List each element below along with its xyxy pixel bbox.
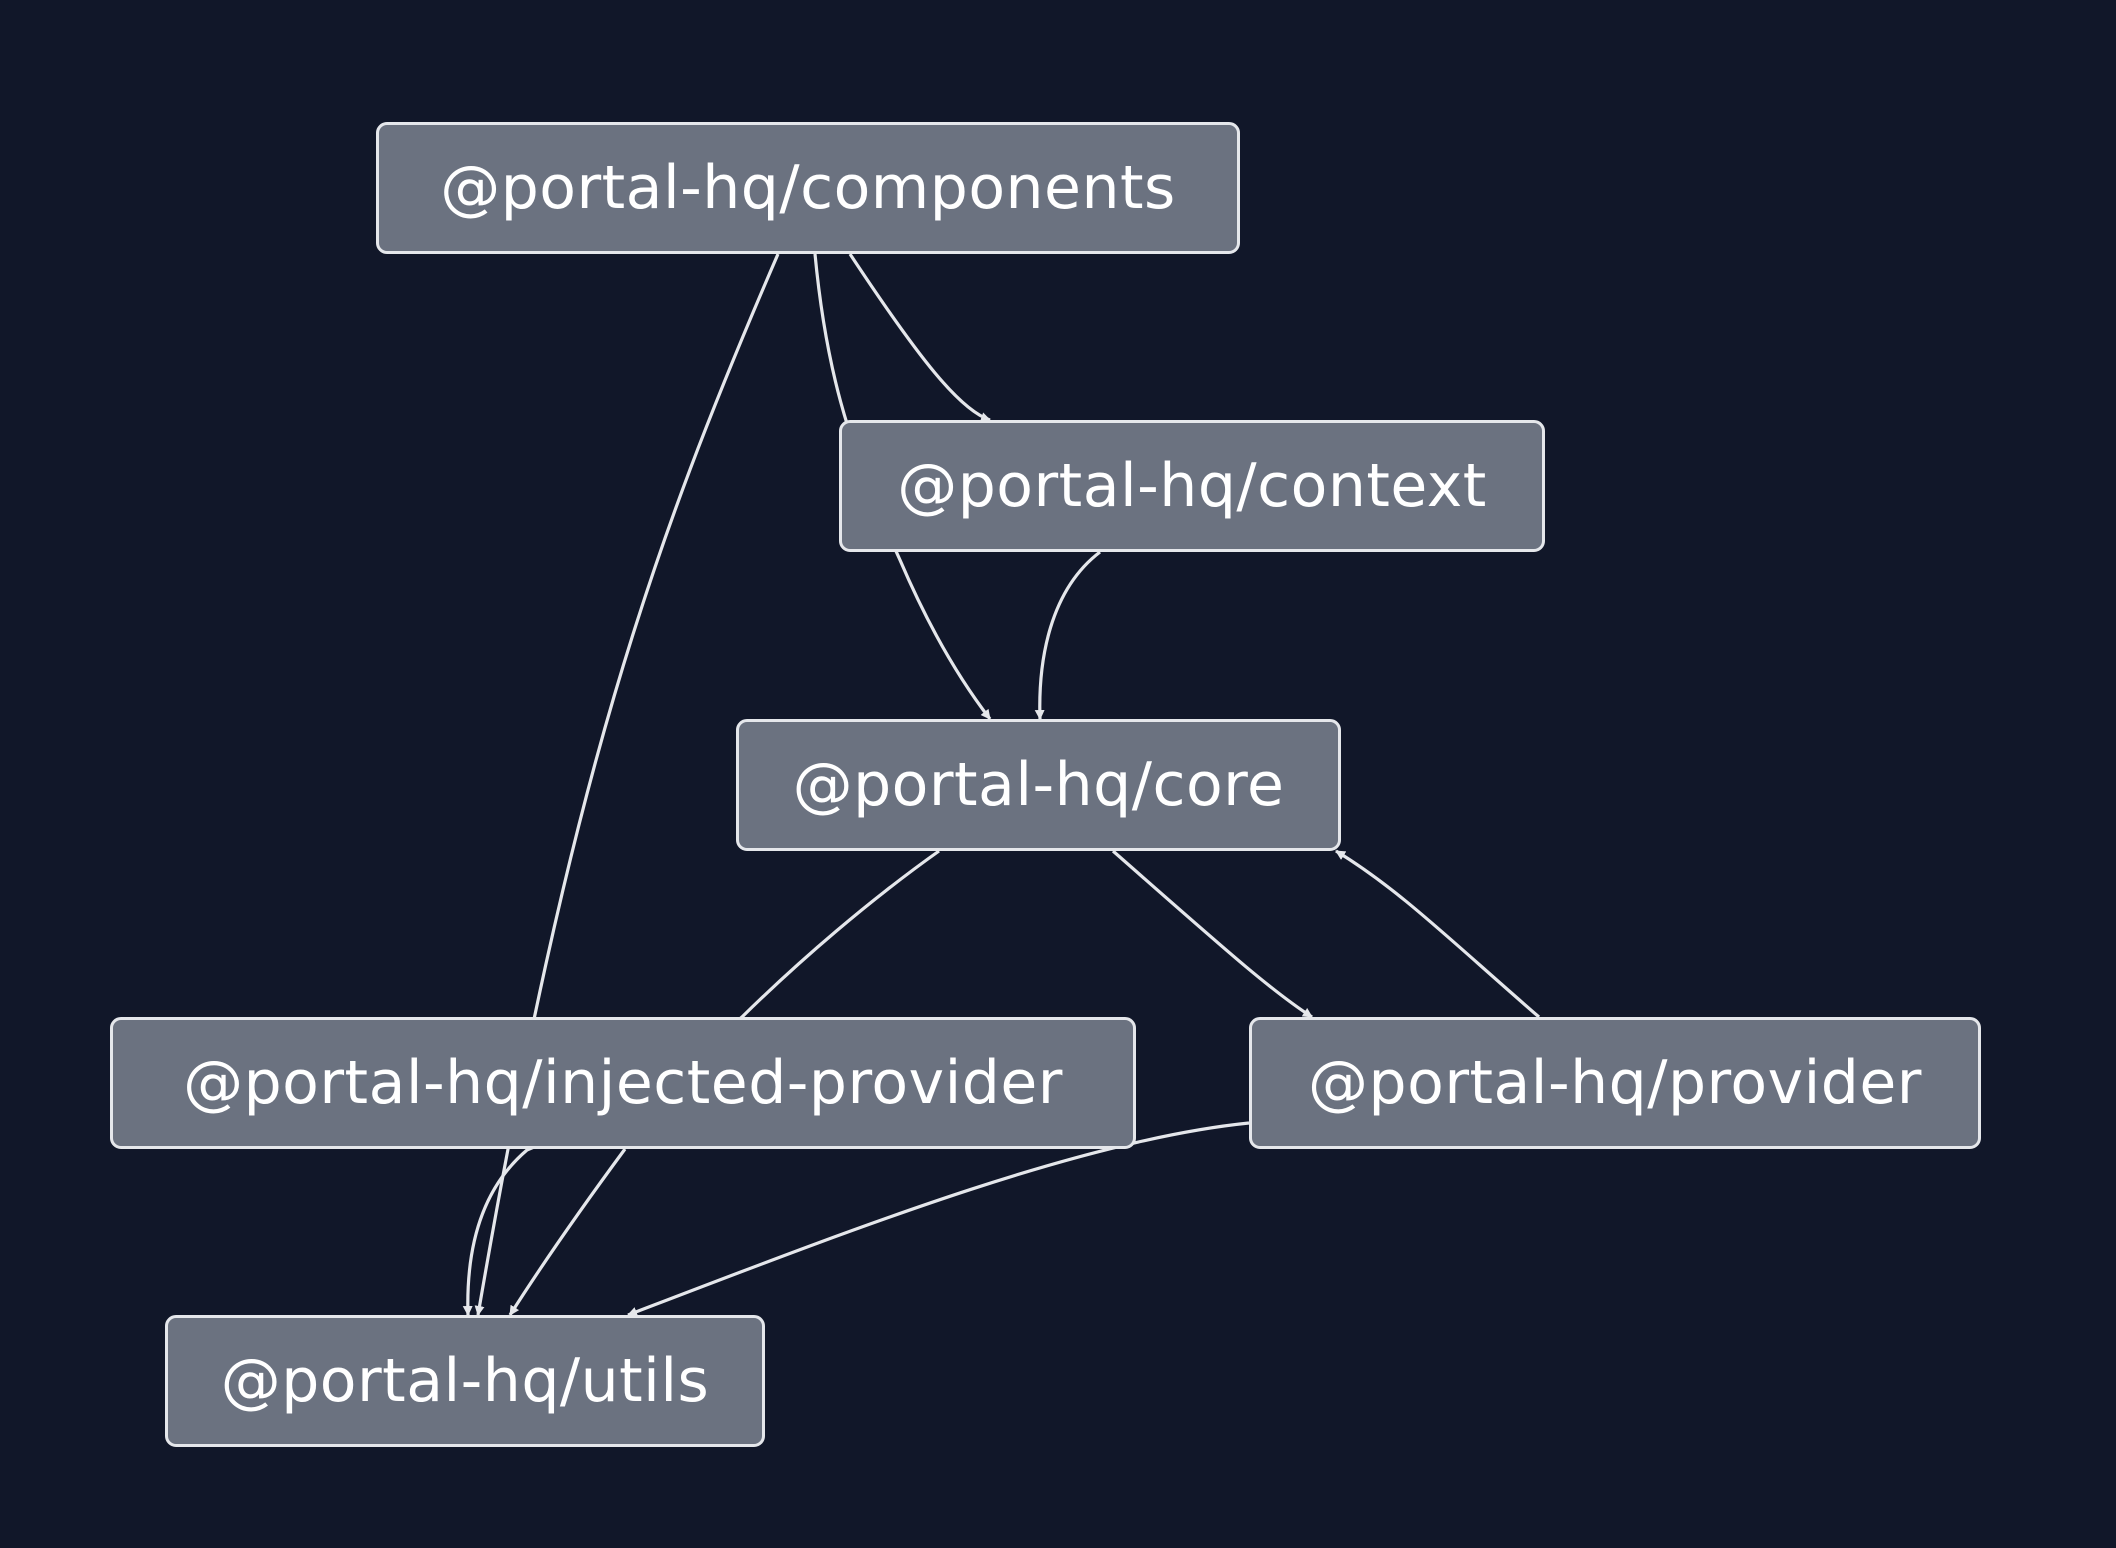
node-context-label: @portal-hq/context (897, 451, 1487, 521)
edge-components-to-utils (474, 253, 780, 1316)
node-components[interactable]: @portal-hq/components (376, 122, 1240, 254)
node-context[interactable]: @portal-hq/context (839, 420, 1545, 552)
node-provider-label: @portal-hq/provider (1308, 1048, 1922, 1118)
node-injected-provider[interactable]: @portal-hq/injected-provider (110, 1017, 1136, 1149)
edge-components-to-context (848, 253, 991, 422)
node-injected-provider-label: @portal-hq/injected-provider (183, 1048, 1063, 1118)
node-utils[interactable]: @portal-hq/utils (165, 1315, 765, 1447)
edge-core-to-utils (508, 1148, 627, 1316)
edge-provider-to-core (1335, 849, 1541, 1019)
node-core[interactable]: @portal-hq/core (736, 719, 1341, 851)
edge-provider-to-utils (627, 1121, 1250, 1317)
node-provider[interactable]: @portal-hq/provider (1249, 1017, 1981, 1149)
node-components-label: @portal-hq/components (440, 153, 1176, 223)
node-core-label: @portal-hq/core (792, 750, 1285, 820)
edge-context-to-core (1034, 550, 1101, 720)
edge-core-to-provider (1111, 849, 1313, 1019)
node-utils-label: @portal-hq/utils (220, 1346, 710, 1416)
